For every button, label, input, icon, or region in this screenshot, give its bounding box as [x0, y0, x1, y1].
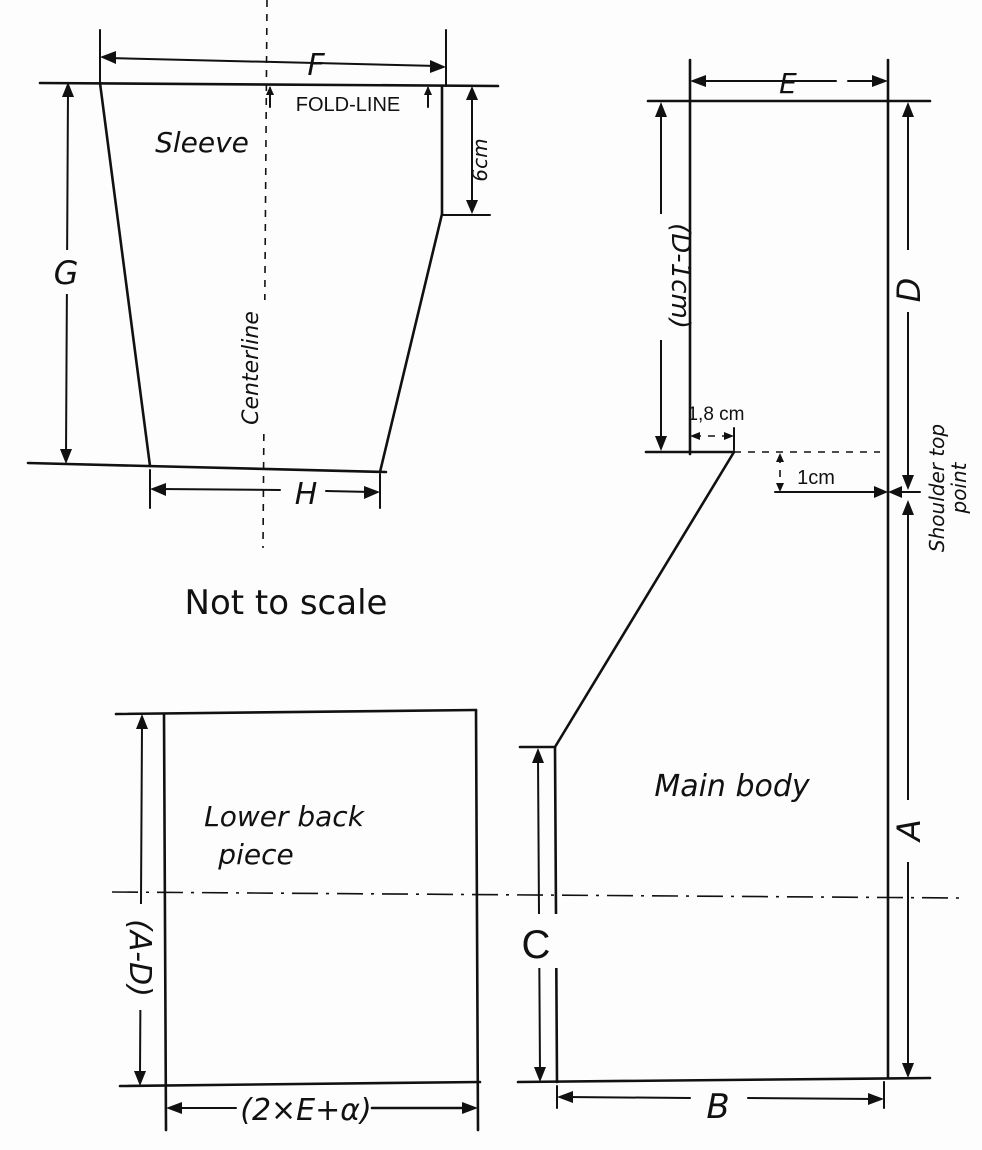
f-arrow-right [430, 60, 446, 73]
lower-back-piece: Lower back piece (A-D) (2×E+α) [114, 708, 482, 1132]
lower-back-title-line1: Lower back [204, 800, 366, 833]
lower-back-right-edge [474, 708, 480, 1132]
centerline-label: Centerline [239, 311, 264, 425]
a-arrow-bottom [902, 1063, 914, 1078]
h-arrow-left [150, 483, 166, 496]
e-arrow-left [690, 75, 706, 87]
one-eight-arrow-right [724, 432, 734, 440]
sleeve-right-taper-edge [378, 212, 444, 474]
a-minus-d-line [139, 725, 143, 1075]
h-line-left [159, 488, 281, 491]
b-label: B [706, 1087, 729, 1127]
a-minus-d-arrow-bottom [134, 1071, 146, 1086]
lower-back-bottom [118, 1080, 482, 1088]
not-to-scale-note: Not to scale [185, 583, 388, 623]
sleeve-left-edge [98, 81, 152, 468]
c-arrow-bottom [534, 1067, 546, 1082]
sleeve-title: Sleeve [155, 126, 249, 159]
two-e-arrow-right [462, 1102, 478, 1114]
d-minus-arrow-bottom [655, 436, 667, 451]
f-arrow-left [100, 51, 116, 64]
main-body-title: Main body [654, 769, 811, 804]
d-label: D [890, 278, 928, 303]
g-arrow-bottom [60, 449, 72, 464]
h-arrow-right [364, 486, 380, 499]
c-label: C [522, 923, 551, 967]
body-slope-edge [553, 450, 736, 749]
one-cm-arrow-bottom [776, 483, 784, 492]
body-bottom-line [516, 1076, 932, 1084]
lower-back-left-edge [162, 712, 168, 1132]
a-minus-d-arrow-top [136, 714, 148, 729]
d-minus-arrow-top [655, 102, 667, 117]
fold-line-top [38, 81, 500, 88]
c-arrow-top [532, 748, 544, 763]
lower-back-top [114, 708, 478, 716]
d-label-gap [890, 250, 926, 312]
shoulder-label-line2: point [947, 461, 971, 514]
sleeve-centerline [262, 0, 268, 549]
b-arrow-right [868, 1093, 884, 1105]
sleeve-piece: F FOLD-LINE 6cm Sleeve G Centerline H [26, 0, 500, 549]
one-cm-arrow-top [776, 453, 784, 462]
b-arrow-left [557, 1091, 573, 1103]
six-cm-arrow-bottom [466, 200, 478, 214]
e-arrow-right [872, 75, 888, 87]
a-minus-d-label-gap [118, 904, 162, 1010]
d-minus-label: (D-1cm) [665, 223, 695, 329]
a-label-gap [890, 800, 926, 862]
b-line-left [565, 1096, 691, 1099]
shoulder-label-line1: Shoulder top [925, 424, 949, 552]
two-e-arrow-left [166, 1102, 182, 1114]
d-arrow-top [902, 102, 914, 117]
fold-arrow-left [266, 86, 274, 95]
shoulder-pointer-arrow [874, 486, 888, 498]
d-arrow-bottom [902, 475, 914, 490]
six-cm-arrow-top [466, 86, 478, 100]
g-label: G [54, 254, 79, 292]
h-label: H [295, 477, 318, 512]
g-label-gap [46, 250, 86, 294]
six-cm-label: 6cm [468, 138, 492, 181]
g-arrow-top [62, 82, 74, 97]
one-eight-arrow-left [690, 432, 700, 440]
one-cm-label: 1cm [797, 467, 835, 489]
e-label: E [779, 67, 797, 100]
b-line-right [747, 1097, 877, 1100]
fold-arrow-right [424, 86, 432, 95]
one-eight-label: 1,8 cm [687, 404, 744, 425]
a-arrow-top [902, 500, 914, 515]
c-label-gap [518, 914, 558, 968]
two-e-label: (2×E+α) [240, 1093, 372, 1128]
centerline-label-gap [236, 300, 270, 430]
a-label: A [890, 819, 928, 843]
main-body-piece: E (D-1cm) D 1,8 cm 1cm Shoulder top poin… [516, 58, 971, 1127]
sleeve-bottom-line [26, 461, 388, 474]
lower-back-title-line2: piece [217, 838, 293, 871]
waist-dashdot-line [111, 891, 961, 899]
f-label: F [307, 48, 325, 83]
fold-line-label: FOLD-LINE [296, 94, 400, 116]
d-minus-label-gap [641, 214, 681, 340]
f-dimension-line [107, 57, 439, 67]
a-minus-d-label: (A-D) [122, 919, 157, 997]
